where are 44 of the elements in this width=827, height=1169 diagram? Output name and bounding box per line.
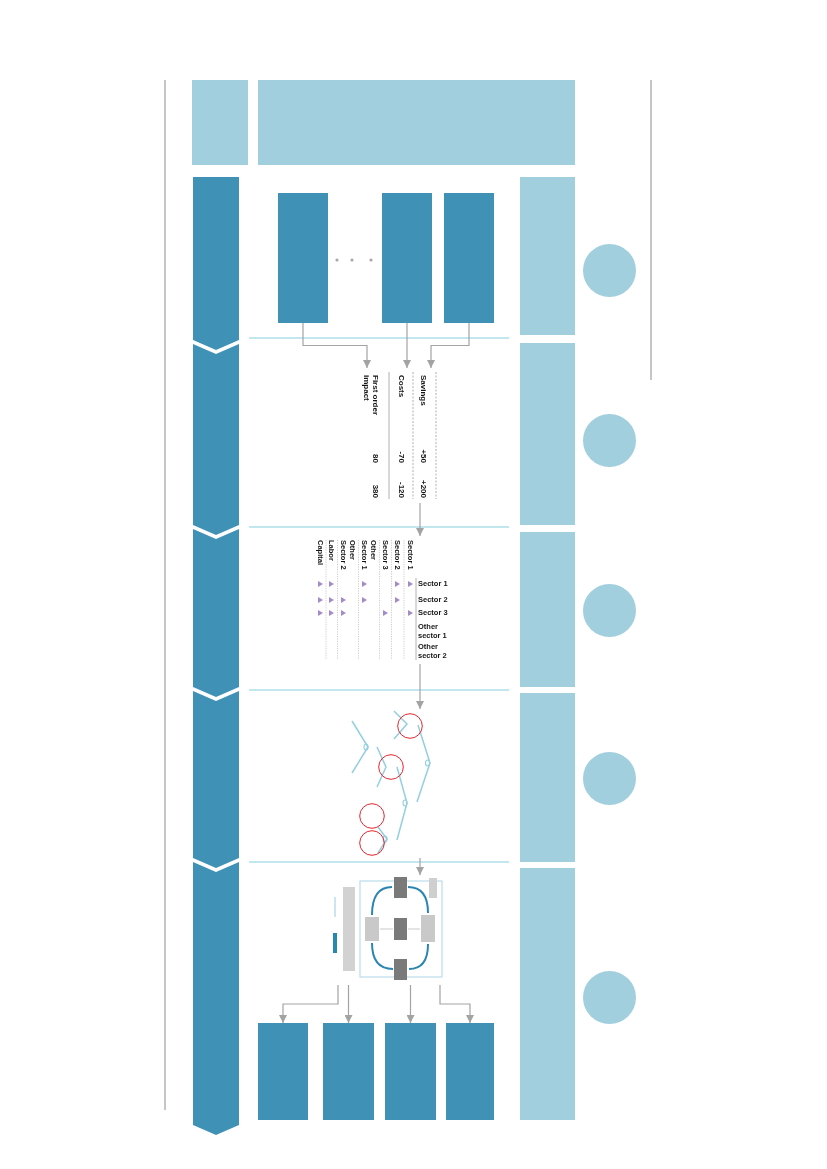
zigzag-lines-illustration <box>349 709 433 858</box>
value-text: -120 <box>397 482 406 498</box>
stage-banner <box>193 529 239 697</box>
circle-shape <box>583 413 636 467</box>
stage-banner <box>193 344 239 535</box>
circle-shape <box>583 751 636 805</box>
arrow <box>427 322 470 369</box>
circle-shape <box>583 583 636 637</box>
value-text: 80 <box>371 454 380 463</box>
value-text: +50 <box>419 449 428 463</box>
process-box <box>323 1023 374 1120</box>
circle-shape <box>583 970 636 1024</box>
process-box <box>446 1023 494 1120</box>
stage-banner <box>193 862 239 1135</box>
arrow <box>439 984 474 1024</box>
arrow <box>406 984 415 1024</box>
side-panel <box>520 532 575 687</box>
process-box <box>258 1023 308 1120</box>
process-box <box>382 193 432 323</box>
side-panel <box>520 177 575 335</box>
header-bar <box>258 80 575 165</box>
stage-banner <box>193 177 239 350</box>
row-label: Costs <box>397 375 406 398</box>
arrow <box>279 984 339 1024</box>
arrow <box>416 502 424 537</box>
side-panel <box>520 693 575 862</box>
process-box <box>278 193 328 323</box>
arrow <box>416 857 424 876</box>
circle-shape <box>583 243 636 297</box>
side-panel <box>520 868 575 1120</box>
stage-banner <box>193 691 239 868</box>
value-text: -70 <box>397 451 406 463</box>
process-box <box>444 193 494 323</box>
row-label: First order impact <box>362 375 380 417</box>
arrow <box>403 322 411 369</box>
arrow <box>302 322 371 369</box>
arrow <box>344 984 353 1024</box>
value-text: 380 <box>371 484 380 498</box>
side-panel <box>520 343 575 525</box>
process-box <box>385 1023 436 1120</box>
row-label: Savings <box>419 375 428 406</box>
value-text: +200 <box>419 479 428 498</box>
header-bar <box>192 80 248 165</box>
arrow <box>416 663 424 710</box>
